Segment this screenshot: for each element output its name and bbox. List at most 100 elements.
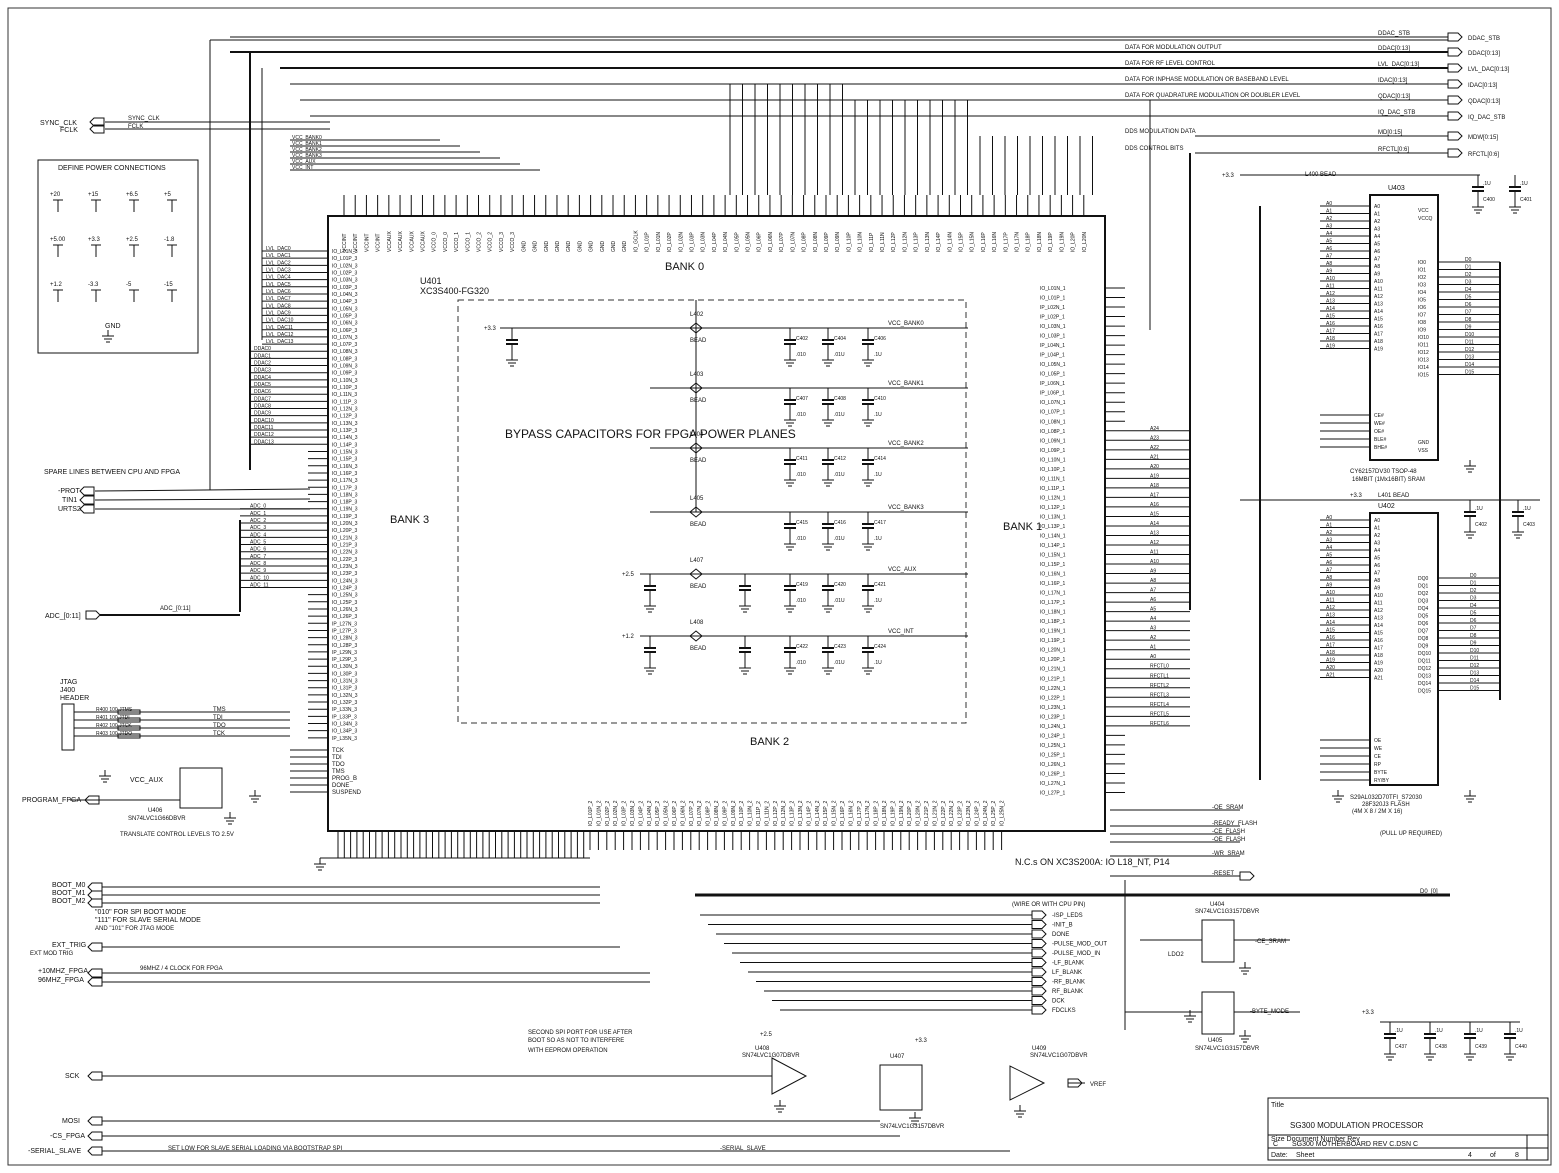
bank0-pin-label: IO_L08N [813,232,819,252]
bank0-pin-label: IO_L18P [1026,232,1032,252]
sram-addr-label: A17 [1326,329,1335,335]
cap-value: .01U [834,352,845,358]
vref-offpage[interactable] [1067,1078,1083,1088]
bank1-net-label: RFCTL3 [1150,692,1169,698]
fclk-port[interactable]: FCLK [60,127,78,134]
power-box-title: DEFINE POWER CONNECTIONS [58,165,166,172]
ctrl-offpage[interactable] [1031,948,1047,958]
clk-offpage[interactable] [87,968,103,978]
ctrl-offpage[interactable] [1031,958,1047,967]
ground-symbol [739,662,751,675]
memory-decoupling-cap [1464,1022,1476,1061]
memory-decoupling-cap [1504,1022,1516,1061]
program-offpage[interactable] [84,795,100,805]
sram-addr-label: A9 [1326,269,1332,275]
ctrl-offpage[interactable] [1031,986,1047,996]
spare-offpage[interactable] [79,486,95,496]
ground-symbol [862,600,874,613]
ctrl-offpage[interactable] [1031,920,1047,929]
cs-fpga-port[interactable]: -CS_FPGA [50,1133,85,1140]
boot-m2-port[interactable]: BOOT_M2 [52,898,86,905]
bank0-pin-label: IO_L19N [1059,232,1065,252]
bank2-pin-label: IO_L01P_2 [588,800,594,826]
ctrl-offpage[interactable] [1031,910,1047,920]
ctrl-offpage[interactable] [1031,939,1047,948]
spare-prot[interactable]: -PROT [58,488,81,495]
ext-trig-offpage[interactable] [87,942,103,952]
serial-slave-port[interactable]: -SERIAL_SLAVE [28,1148,82,1155]
port-ddac-stb[interactable] [1447,32,1463,42]
ground-symbol [784,354,796,367]
bank1-pin-label: IO_L21P_1 [1040,676,1066,682]
net-name: DDAC_STB [1378,31,1410,37]
ctrl-offpage[interactable] [1031,967,1047,977]
bank1-pin-label: IP_L06N_1 [1040,381,1065,387]
bypass-capacitor [862,512,874,551]
spare-tin1[interactable]: TIN1 [62,497,77,504]
port-mdw-0-15-[interactable] [1447,131,1463,141]
spare-offpage[interactable] [79,504,95,514]
adc-label: ADC_7 [250,554,266,560]
port-iq-dac-stb[interactable] [1447,111,1463,121]
sck-port[interactable]: SCK [65,1073,80,1080]
flash-dq-pin: DQ3 [1418,599,1429,605]
sram-io-pin: IO2 [1418,275,1426,281]
bank3-pin-label: IO_L22N_3 [332,550,358,556]
ctrl-offpage[interactable] [1031,977,1047,986]
spi-offpage[interactable] [87,1146,103,1156]
clk10-port[interactable]: +10MHZ_FPGA [38,968,88,975]
cap-value: .01U [834,660,845,666]
port-lvl-dac-0-13-[interactable] [1447,63,1463,73]
program-fpga-port[interactable]: PROGRAM_FPGA [22,797,81,804]
ctrl-offpage[interactable] [1031,929,1047,939]
sync-clk-port[interactable]: SYNC_CLK [40,120,77,127]
bank0-pin-label: VCCAUX [409,230,415,252]
bank3-pin-label: IO_L07P_3 [332,342,358,348]
spare-offpage[interactable] [79,495,95,505]
bank0-pin-label: GND [611,241,617,253]
boot-offpage[interactable] [87,890,103,900]
ctrl-signal-label: -PULSE_MOD_OUT [1052,942,1107,948]
flash-bead: L401 BEAD [1378,493,1410,499]
boot-offpage[interactable] [87,882,103,892]
bank1-net-label: A7 [1150,588,1156,594]
spare-urts2[interactable]: URTS2 [58,506,81,513]
mosi-port[interactable]: MOSI [62,1118,80,1125]
spi-offpage[interactable] [87,1116,103,1126]
bank0-pin-label: GND [622,241,628,253]
boot-m1-port[interactable]: BOOT_M1 [52,890,86,897]
net-name: DDAC[0:13] [1378,46,1410,52]
port-qdac-0-13-[interactable] [1447,95,1463,105]
mem-ctrl-label: -CE_FLASH [1212,829,1245,835]
clk-offpage[interactable] [87,977,103,987]
reset-offpage[interactable] [1239,871,1255,881]
ctrl-offpage[interactable] [1031,996,1047,1005]
u408-ref: U408 [755,1046,770,1052]
spi-offpage[interactable] [87,1071,103,1081]
ctrl-offpage[interactable] [1031,1005,1047,1015]
port-ddac-0-13-[interactable] [1447,47,1463,57]
bank1-pin-label: IO_L14N_1 [1040,533,1066,539]
adc-port[interactable]: ADC_[0:11] [45,613,81,620]
boot-m0-port[interactable]: BOOT_M0 [52,882,86,889]
port-rfctl-0-6-[interactable] [1447,148,1463,158]
jtag-connector[interactable] [61,703,75,751]
port-idac-0-13-[interactable] [1447,79,1463,89]
fpga-nc-note: N.C.s ON XC3S200A: IO L18_NT, P14 [1015,857,1170,867]
bank0-pin-label: IO_L02P [667,232,673,252]
bank0-pin-label: VCCO_2 [477,232,483,252]
adc-offpage[interactable] [85,610,101,620]
adc-label: ADC_2 [250,518,266,524]
boot-note-2: "111" FOR SLAVE SERIAL MODE [95,917,201,924]
fclk-offpage[interactable] [89,124,105,134]
boot-offpage[interactable] [87,898,103,908]
spi-offpage[interactable] [87,1131,103,1141]
bank3-pin-label: IP_L33N_3 [332,707,357,713]
bank2-pin-label: IO_L25P_2 [991,800,997,826]
clk96-port[interactable]: 96MHZ_FPGA [38,977,84,984]
ext-trig-port[interactable]: EXT_TRIG [52,942,86,949]
bypass-capacitor [822,574,834,613]
cap-ref: C412 [834,456,846,462]
bank0-pin-label: IO_L02N [678,232,684,252]
bank1-pin-label: IP_L04N_1 [1040,343,1065,349]
